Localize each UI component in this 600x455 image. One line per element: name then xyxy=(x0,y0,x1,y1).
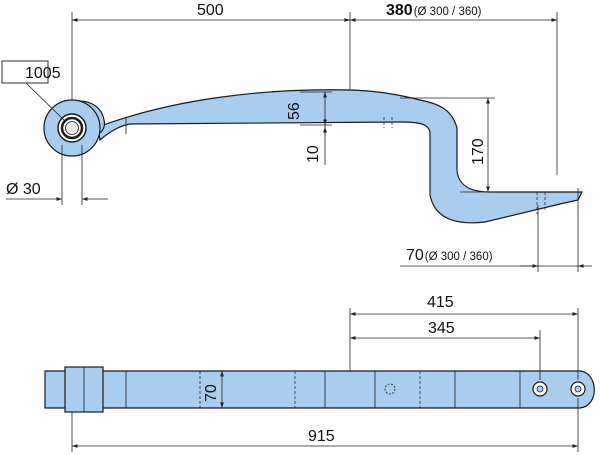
part-number-label: 1005 xyxy=(25,65,61,82)
dim-380-group: 380(Ø 300 / 360) xyxy=(386,2,482,19)
dim-70-bottom-label: 70 xyxy=(203,384,220,402)
part-number-box xyxy=(1,60,49,84)
dim-915-label: 915 xyxy=(308,428,335,445)
dim-70-top-label: 70 xyxy=(406,247,424,264)
spring-leaf-top xyxy=(44,370,595,409)
dim-70-top-note: (Ø 300 / 360) xyxy=(425,251,493,263)
dim-10-label: 10 xyxy=(305,145,322,163)
top-view: 415 345 70 915 xyxy=(44,294,595,452)
side-view: 500 380(Ø 300 / 360) 1005 Ø 30 56 10 170… xyxy=(1,2,592,272)
dim-415-label: 415 xyxy=(427,294,454,311)
dim-70-top-group: 70(Ø 300 / 360) xyxy=(406,247,493,264)
center-bolt-hole xyxy=(384,383,396,395)
spring-eye-bore xyxy=(60,116,84,140)
dim-eye-dia-label: Ø 30 xyxy=(6,181,41,198)
dim-170-label: 170 xyxy=(470,138,487,165)
dim-380-note: (Ø 300 / 360) xyxy=(414,6,482,18)
part-number-leader xyxy=(25,82,67,123)
dim-56-label: 56 xyxy=(286,102,303,120)
dim-500-label: 500 xyxy=(197,2,224,19)
spring-leaf-side xyxy=(97,89,583,224)
dim-345-label: 345 xyxy=(428,320,455,337)
dim-380-label: 380 xyxy=(386,2,413,19)
